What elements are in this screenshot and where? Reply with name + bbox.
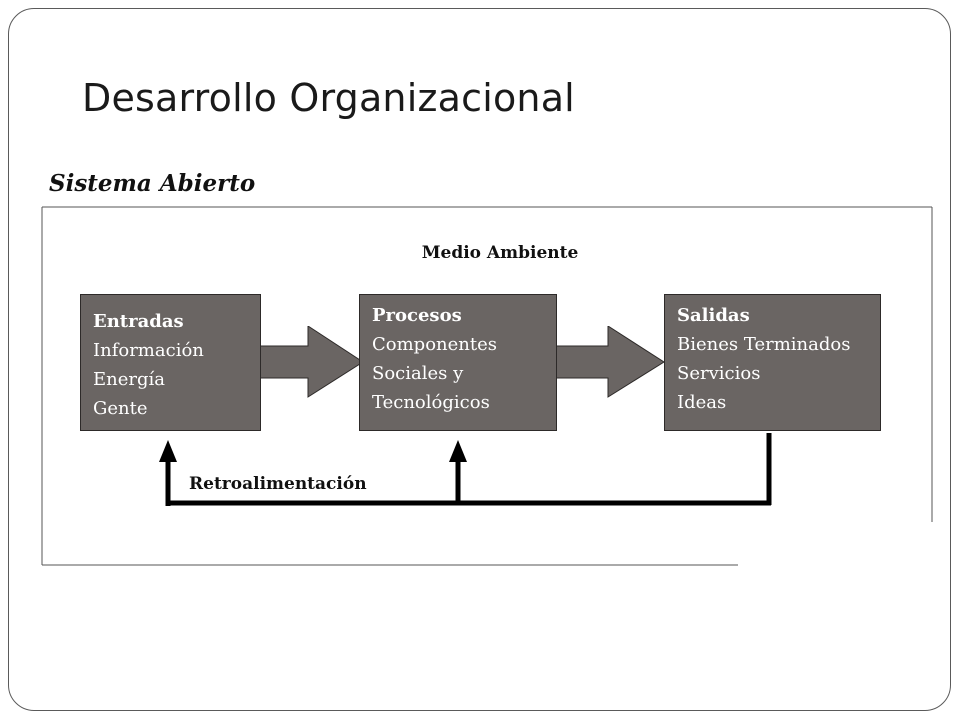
- environment-label: Medio Ambiente: [421, 243, 579, 263]
- feedback-arrowhead-procesos: [449, 440, 467, 462]
- salidas-heading: Salidas: [677, 305, 750, 326]
- salidas-item: Servicios: [677, 363, 761, 384]
- feedback-label: Retroalimentación: [189, 474, 367, 494]
- entradas-item: Gente: [93, 398, 148, 419]
- entradas-item: Información: [93, 340, 204, 361]
- slide-title: Desarrollo Organizacional: [82, 76, 575, 120]
- arrow-entradas-to-procesos: [260, 326, 364, 398]
- arrow-procesos-to-salidas: [556, 326, 665, 398]
- procesos-box: Procesos Componentes Sociales y Tecnológ…: [359, 294, 557, 431]
- procesos-heading: Procesos: [372, 305, 462, 326]
- procesos-item: Sociales y: [372, 363, 464, 384]
- entradas-heading: Entradas: [93, 311, 184, 332]
- salidas-item: Bienes Terminados: [677, 334, 851, 355]
- procesos-item: Tecnológicos: [372, 392, 490, 413]
- feedback-arrowhead-entradas: [159, 440, 177, 462]
- slide-subtitle: Sistema Abierto: [49, 170, 256, 197]
- salidas-box: Salidas Bienes Terminados Servicios Idea…: [664, 294, 881, 431]
- salidas-item: Ideas: [677, 392, 727, 413]
- entradas-box: Entradas Información Energía Gente: [80, 294, 261, 431]
- procesos-item: Componentes: [372, 334, 497, 355]
- entradas-item: Energía: [93, 369, 165, 390]
- slide-frame: [8, 8, 951, 711]
